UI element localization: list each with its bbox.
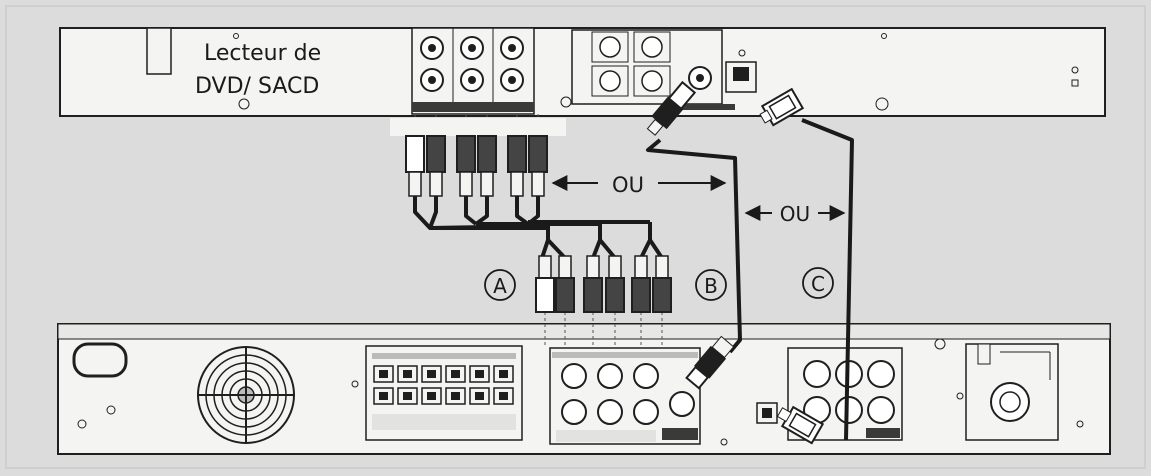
rca-plug-icon [583, 277, 603, 313]
video-jack [641, 36, 663, 58]
coaxial-plug-bottom-icon [685, 335, 735, 390]
optical-input-port [756, 402, 778, 424]
rca-plug-icon [605, 277, 625, 313]
rca-plug-icon [535, 277, 555, 313]
rca-jack [597, 363, 623, 389]
rca-jack [803, 360, 831, 388]
rca-plug-icon [426, 135, 446, 173]
player-screw [560, 96, 572, 108]
optical-plug-top-icon [759, 87, 805, 127]
six-channel-input-panel [549, 347, 701, 445]
player-screw [233, 33, 239, 39]
analog-cable-bundle [413, 196, 664, 260]
rca-jack [561, 363, 587, 389]
coaxial-plug-top-icon [646, 80, 697, 136]
coaxial-in-jack [669, 391, 695, 417]
video-jack [599, 70, 621, 92]
option-c-badge: C [802, 267, 834, 299]
or-label-right: OU [780, 202, 810, 226]
option-b-badge: B [695, 269, 727, 301]
rca-plug-row-top [390, 118, 566, 197]
rca-jack [633, 363, 659, 389]
diagram-frame [5, 5, 1146, 469]
rca-jack [835, 396, 863, 424]
optical-plug-bottom-icon [776, 405, 825, 445]
rca-plug-icon [652, 277, 672, 313]
power-socket [72, 342, 128, 378]
antenna-jack [990, 382, 1030, 422]
rca-jack [867, 360, 895, 388]
player-screw [875, 97, 889, 111]
coaxial-cable [646, 138, 742, 354]
speaker-terminals [365, 345, 523, 441]
fan-grille-icon [197, 346, 295, 444]
player-screw [881, 33, 887, 39]
digital-output-panel [571, 29, 735, 110]
player-label-line1: Lecteur de [204, 41, 321, 66]
video-jack [641, 70, 663, 92]
rca-plug-icon [555, 277, 575, 313]
or-label-left: OU [612, 173, 644, 197]
option-a-badge: A [484, 269, 516, 301]
rca-plug-icon [456, 135, 476, 173]
player-vent [1071, 79, 1079, 87]
player-screw [238, 98, 250, 110]
analog-output-panel [411, 27, 535, 115]
option-b-label: B [704, 274, 718, 298]
option-c-label: C [811, 272, 825, 296]
rca-plug-icon [477, 135, 497, 173]
optical-output-port [725, 49, 757, 93]
video-jack [599, 36, 621, 58]
rca-plug-icon [405, 135, 425, 173]
guide-lines [414, 114, 663, 348]
rca-plug-icon [507, 135, 527, 173]
optical-cable [801, 118, 854, 441]
receiver-unit [57, 323, 1111, 455]
player-foot-slot [146, 27, 172, 75]
player-label-line2: DVD/ SACD [195, 74, 319, 99]
rca-jack [561, 399, 587, 425]
option-a-label: A [493, 274, 507, 298]
rca-plug-icon [528, 135, 548, 173]
antenna-panel [965, 343, 1059, 441]
player-screw [1071, 66, 1079, 74]
rca-jack [597, 399, 623, 425]
dvd-sacd-player: Lecteur de DVD/ SACD [59, 27, 1106, 117]
rca-jack [867, 396, 895, 424]
rca-plug-icon [631, 277, 651, 313]
rca-jack [633, 399, 659, 425]
rca-plug-row-bottom [535, 255, 672, 313]
